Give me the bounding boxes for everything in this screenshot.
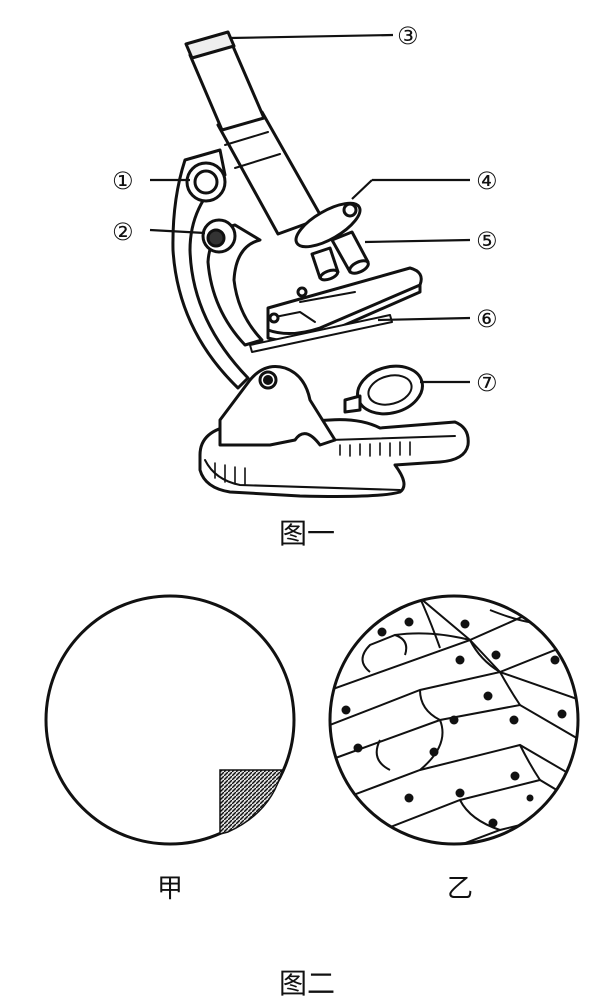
lens-tube <box>186 32 322 234</box>
microscope-illustration <box>173 32 468 497</box>
figure2-caption: 图二 <box>257 962 357 1002</box>
mirror <box>345 359 428 421</box>
label-7: ⑦ <box>476 369 498 397</box>
dark-spot <box>220 770 282 834</box>
label-1: ① <box>112 167 134 195</box>
figure1-caption: 图一 <box>257 512 357 552</box>
label-4: ④ <box>476 167 498 195</box>
view-jia <box>46 596 294 844</box>
label-2: ② <box>112 218 134 246</box>
cell-nuclei <box>342 618 567 828</box>
view-yi-label: 乙 <box>430 868 490 905</box>
view-yi <box>330 596 590 860</box>
view-jia-label: 甲 <box>140 868 200 905</box>
label-6: ⑥ <box>476 305 498 333</box>
label-3: ③ <box>397 22 419 50</box>
label-5: ⑤ <box>476 227 498 255</box>
